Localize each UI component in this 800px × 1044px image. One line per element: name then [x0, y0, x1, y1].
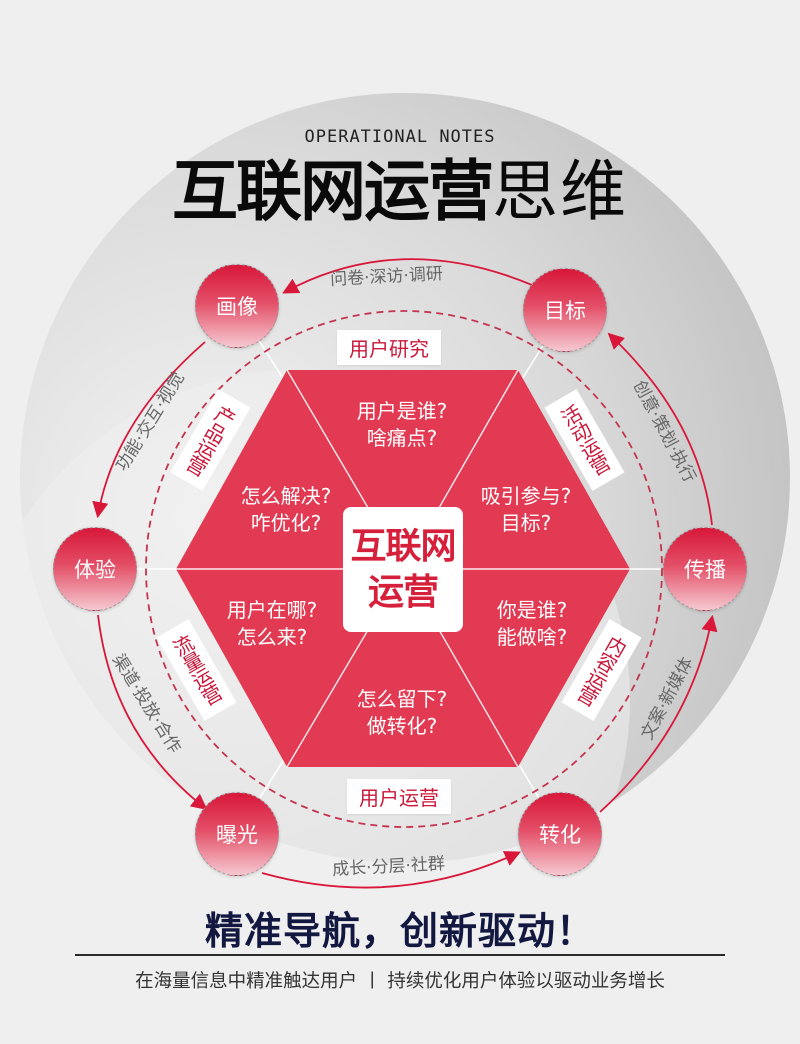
question-product: 怎么解决?咋优化?	[240, 484, 332, 535]
tagline: 在海量信息中精准触达用户 丨 持续优化用户体验以驱动业务增长	[135, 971, 665, 992]
category-user-research: 用户研究	[337, 330, 441, 365]
flow-arrows	[92, 258, 718, 889]
node-spread: 传播	[663, 527, 747, 611]
question-user-ops: 怎么留下?做转化?	[356, 687, 448, 738]
node-goal: 目标	[523, 268, 607, 352]
question-activity: 吸引参与?目标?	[480, 484, 572, 535]
divider	[75, 954, 725, 956]
slogan: 精准导航，创新驱动！	[204, 909, 595, 953]
category-user-ops: 用户运营	[347, 779, 451, 814]
center-label: 互联网 运营	[343, 507, 463, 632]
dashed-ring	[145, 310, 663, 828]
node-experience: 体验	[53, 527, 137, 611]
node-exposure: 曝光	[195, 792, 279, 876]
question-content: 你是谁?能做啥?	[496, 598, 568, 649]
title-bold: 互联网运营	[172, 153, 494, 230]
node-conversion: 转化	[518, 792, 602, 876]
question-user-research: 用户是谁?啥痛点?	[356, 399, 448, 450]
node-portrait: 画像	[195, 264, 279, 348]
question-traffic: 用户在哪?怎么来?	[226, 598, 318, 649]
page-title: 互联网运营思维	[0, 152, 800, 232]
subtitle-english: OPERATIONAL NOTES	[304, 127, 496, 147]
title-light: 思维	[492, 153, 628, 230]
